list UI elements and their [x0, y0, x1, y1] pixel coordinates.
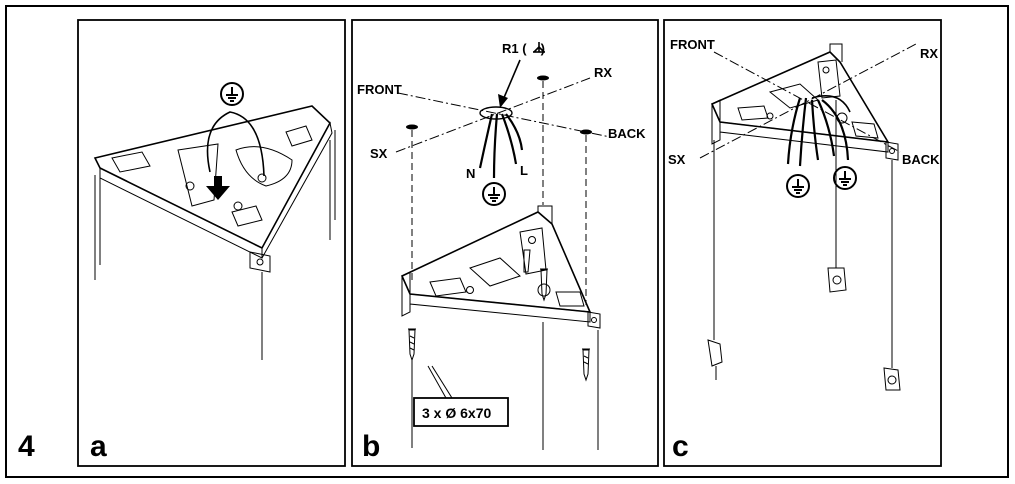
axis-sx-label: SX — [370, 146, 388, 161]
ground-wire-a — [206, 111, 265, 177]
panel-c-letter: c — [672, 430, 689, 463]
screw-2 — [540, 268, 548, 302]
wire-n-label: N — [466, 166, 475, 181]
axis-back-label-c: BACK — [902, 152, 940, 167]
r1-label: R1 () — [502, 41, 545, 56]
panel-a-frame — [77, 19, 346, 467]
panel-c: c FRONT RX SX BACK — [663, 19, 942, 467]
panel-a-letter: a — [90, 430, 107, 463]
axis-front-label-c: FRONT — [670, 37, 715, 52]
step-number: 4 — [18, 430, 35, 463]
ground-symbol-icon — [786, 174, 810, 198]
panel-b-letter: b — [362, 430, 380, 463]
panel-c-frame — [663, 19, 942, 467]
axis-sx-label-c: SX — [668, 152, 686, 167]
bracket-plate-c — [710, 43, 899, 161]
ground-symbol-icon — [482, 182, 506, 206]
axis-back-label: BACK — [608, 126, 646, 141]
panel-b-frame — [351, 19, 659, 467]
screw-callout-text: 3 x Ø 6x70 — [422, 405, 491, 421]
bracket-plate-b — [400, 205, 601, 329]
arrow-down-icon — [206, 176, 230, 200]
axis-front-label: FRONT — [357, 82, 402, 97]
screw-callout-box — [413, 397, 509, 427]
wire-l-label: L — [520, 163, 528, 178]
screw-1 — [408, 328, 416, 362]
ground-symbol-icon — [833, 166, 857, 190]
ground-symbol-icon — [220, 82, 244, 106]
screw-3 — [582, 348, 590, 382]
axis-rx-label-c: RX — [920, 46, 938, 61]
axis-rx-label: RX — [594, 65, 612, 80]
panel-b: b FRONT RX SX BACK R1 () N — [351, 19, 659, 467]
panel-a: a — [77, 19, 346, 467]
bracket-plate-a — [93, 105, 336, 360]
antenna-symbol-icon — [533, 42, 545, 53]
